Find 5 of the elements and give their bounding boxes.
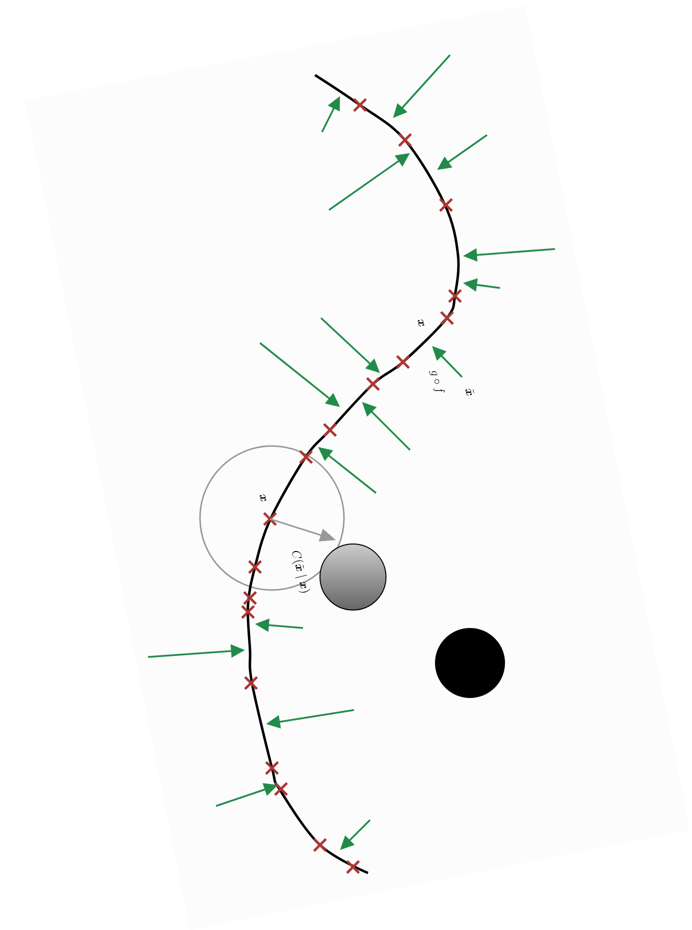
math-label: $\tilde{\boldsymbol{x}}$ — [465, 388, 474, 396]
math-label: $\boldsymbol{x}$ — [260, 494, 266, 502]
math-label: $g \circ f$ — [429, 371, 445, 392]
math-label: $\boldsymbol{x}$ — [418, 320, 424, 326]
math-label: $C(\tilde{\boldsymbol{x}} \mid \boldsymbol{x})$ — [292, 551, 310, 593]
